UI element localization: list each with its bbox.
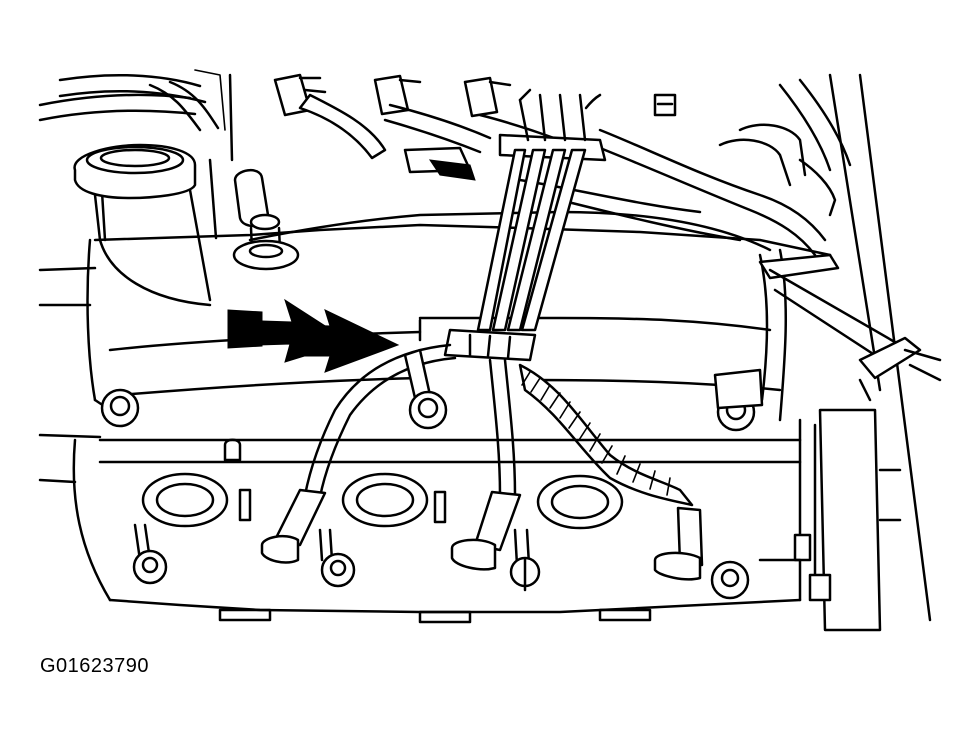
- right-bracket: [758, 408, 902, 632]
- oil-filler-neck: [73, 143, 212, 307]
- spark-plug-wire-2: [450, 358, 522, 571]
- spark-plug-wire-1: [260, 343, 457, 564]
- spark-plug-wire-bundle: [443, 88, 607, 362]
- valve-cover: [108, 210, 788, 422]
- valve-cover-bolts: [100, 368, 764, 432]
- upper-left-hoses: [38, 69, 234, 162]
- manifold-ports: [98, 438, 802, 530]
- arrow-pointer-icon: [227, 298, 400, 373]
- injector-connectors: [273, 73, 677, 118]
- spark-plug-wire-3: [518, 363, 704, 581]
- fuel-rail-hoses: [298, 73, 932, 622]
- figure-id-label: G01623790: [40, 655, 150, 677]
- fuel-rail-right: [758, 253, 942, 402]
- pcv-tube: [232, 169, 300, 271]
- manifold-studs: [132, 523, 750, 624]
